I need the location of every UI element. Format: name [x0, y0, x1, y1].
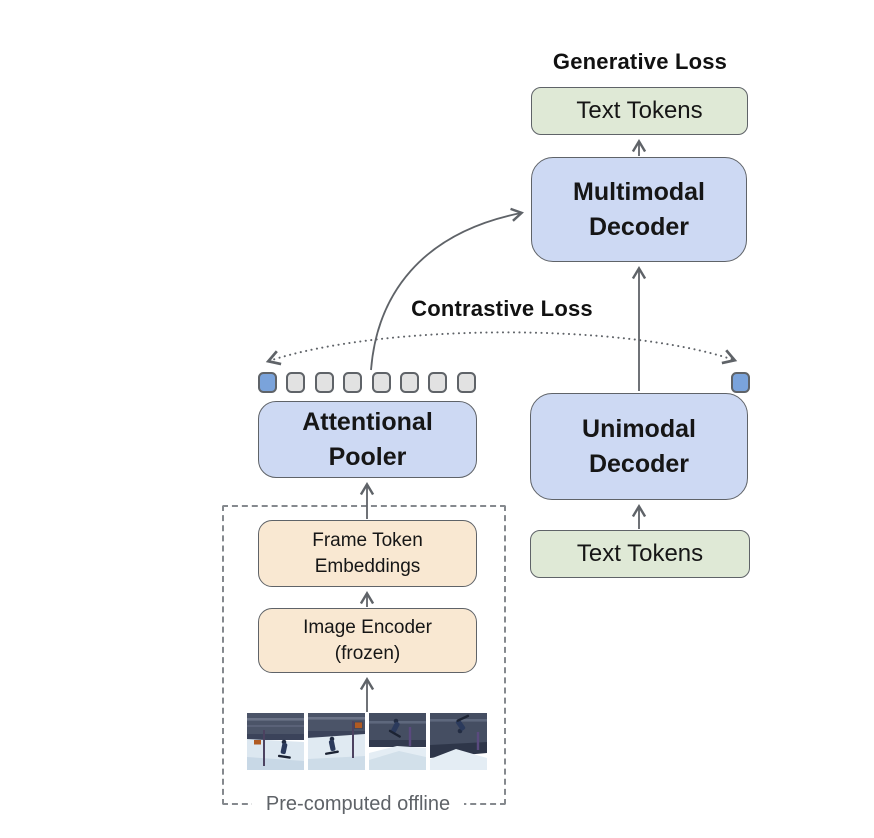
pooled-video-token: [343, 372, 363, 393]
video-frame-3: [369, 713, 426, 770]
precomputed-offline-label: Pre-computed offline: [252, 791, 464, 818]
pooled-video-token-highlighted: [258, 372, 277, 393]
pooled-video-token: [456, 372, 476, 393]
multimodal-decoder-box: Multimodal Decoder: [531, 157, 747, 262]
pooled-video-token: [428, 372, 448, 393]
contrastive-text-token: [731, 372, 750, 393]
edge-pooled-tokens-to-multimodal: [370, 207, 524, 371]
pooled-video-token: [286, 372, 306, 393]
text-tokens-input-box: Text Tokens: [530, 530, 750, 578]
video-frame-2: [308, 713, 365, 770]
frame-token-embeddings-box: Frame Token Embeddings: [258, 520, 477, 587]
token-row: [258, 372, 476, 393]
contrastive-loss-label: Contrastive Loss: [411, 296, 593, 321]
generative-loss-label: Generative Loss: [552, 49, 728, 74]
edge-contrastive-dotted: [265, 331, 738, 366]
image-encoder-box: Image Encoder (frozen): [258, 608, 477, 673]
unimodal-decoder-box: Unimodal Decoder: [530, 393, 748, 500]
pooled-video-token: [399, 372, 419, 393]
pooled-video-token: [314, 372, 334, 393]
attentional-pooler-box: Attentional Pooler: [258, 401, 477, 478]
video-frame-4: [430, 713, 487, 770]
text-tokens-output-box: Text Tokens: [531, 87, 748, 135]
video-frame-1: [247, 713, 304, 770]
pooled-video-token: [371, 372, 391, 393]
video-frames-row: [247, 713, 487, 770]
